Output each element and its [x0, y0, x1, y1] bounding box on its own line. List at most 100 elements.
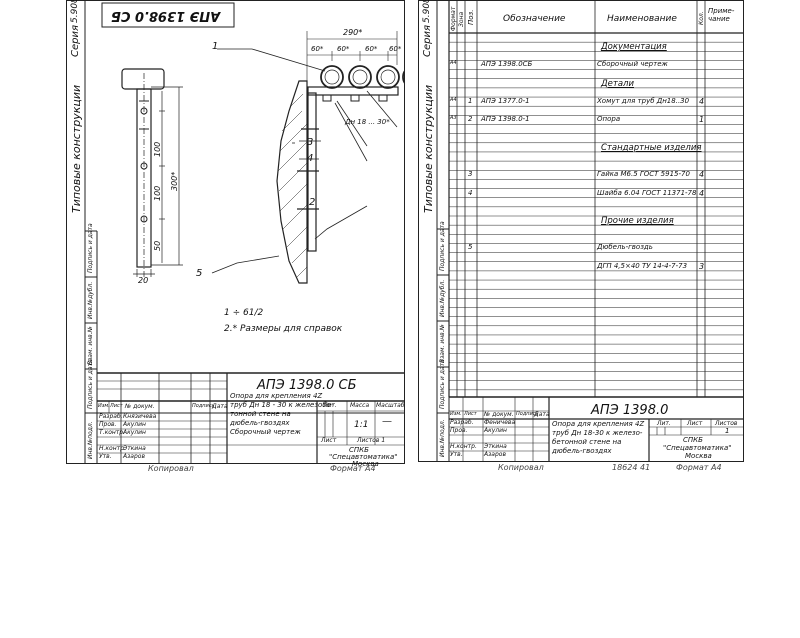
spec-role-developer: Разраб. — [450, 419, 474, 426]
dim-total-width: 290* — [343, 28, 363, 37]
dim-100-upper: 100 — [153, 141, 162, 157]
dash-value: — — [382, 416, 392, 427]
series-value: 5.908-1 — [70, 0, 80, 23]
spec-row-designation: АПЭ 1398.0СБ — [481, 60, 533, 69]
role-norm-control: Н.контр. — [99, 445, 126, 452]
spec-org-line-3: Москва — [685, 452, 712, 460]
col-header-name: Наименование — [607, 14, 677, 24]
spec-row-quantity: 4 — [699, 188, 705, 198]
role-checker: Пров. — [99, 421, 117, 428]
spec-head-date: Дата — [534, 411, 550, 418]
desc-line-1: Опора для крепления 4Z — [230, 392, 323, 400]
spec-row-quantity: 4 — [699, 97, 705, 107]
specification-grid — [436, 1, 743, 461]
spec-row-designation: АПЭ 1398.0-1 — [481, 115, 530, 124]
note-2: 2.* Размеры для справок — [224, 324, 343, 334]
spec-desc-line-3: бетонной стене на — [552, 438, 622, 446]
spec-sheet-label: Лист — [687, 420, 703, 427]
spec-org-line-2: "Спецавтоматика" — [663, 444, 732, 452]
org-line-1: СПКБ — [349, 446, 369, 454]
typical-constructions-label: Типовые конструкции — [70, 84, 83, 213]
spec-row-name: ДГП 4,5×40 ТУ 14-4-7-73 — [597, 261, 688, 270]
spec-row-name: Опора — [597, 115, 621, 124]
desc-line-2: труб Дн 18 - 30 к железобе- — [230, 401, 334, 409]
dim-height-300: 300* — [170, 171, 179, 191]
spec-row-format: А4 — [450, 97, 457, 104]
dim-spacing-1: 60* — [311, 45, 324, 53]
org-line-3: Москва — [352, 460, 379, 468]
side-label-sign-date-1: Подпись и дата — [87, 359, 94, 409]
spec-row-designation: АПЭ 1377.0-1 — [481, 97, 530, 106]
spec-role-approver: Утв. — [450, 451, 463, 458]
org-line-2: "Спецавтоматика" — [329, 453, 398, 461]
head-doc-no: № докум. — [125, 403, 155, 410]
mass-label: Масса — [350, 402, 370, 409]
spec-row-name: Шайба 6.04 ГОСТ 11371-78 — [597, 188, 697, 197]
dim-width-20: 20 — [138, 276, 149, 285]
name-tech-control: Акулин — [123, 429, 146, 436]
spec-row-format: А4 — [450, 60, 457, 67]
spec-head-doc-no: № докум. — [484, 411, 514, 418]
spec-row-position: 2 — [468, 115, 473, 124]
spec-row-quantity: 3 — [699, 261, 705, 271]
spec-row-position: 5 — [468, 243, 473, 252]
left-copied-label: Копировал — [148, 464, 194, 473]
series-label: Серия — [70, 25, 81, 57]
spec-section-title: Стандартные изделия — [601, 142, 702, 153]
side-label-sign-date-2: Подпись и дата — [87, 223, 94, 273]
spec-row-quantity: 1 — [699, 115, 705, 125]
spec-series-label: Серия — [422, 25, 433, 57]
spec-head-list: Лист — [464, 411, 477, 417]
desc-line-5: Сборочный чертеж — [230, 428, 301, 436]
specification-sheet: Серия 5.908-1 Типовые конструкции Инв.№п… — [418, 0, 744, 462]
lit-label: Лит. — [323, 402, 337, 409]
spec-row-name: Хомут для труб Дн18..30 — [597, 97, 690, 106]
spec-sheets-value: 1 — [725, 427, 730, 435]
spec-org-line-1: СПКБ — [683, 436, 703, 444]
dim-100-lower: 100 — [153, 185, 162, 201]
callout-1: 1 — [212, 41, 219, 52]
spec-desc-line-4: дюбель-гвоздях — [552, 447, 612, 455]
col-header-pos: Поз. — [467, 9, 475, 26]
sheets-label: Листов 1 — [357, 437, 386, 444]
spec-section-title: Документация — [601, 42, 667, 53]
spec-role-norm-control: Н.контр. — [450, 443, 477, 450]
dim-50: 50 — [153, 240, 162, 251]
spec-side-label-inv-orig: Инв.№подл. — [439, 419, 446, 457]
col-header-zone: Зона — [458, 11, 465, 27]
callout-2: 2 — [309, 197, 316, 208]
right-format-number: 18624 41 — [612, 463, 651, 472]
sheet-label: Лист — [321, 437, 337, 444]
spec-name-checker: Акулин — [484, 427, 507, 434]
col-header-qty: Кол. — [698, 11, 705, 25]
head-izm: Изм. — [98, 403, 110, 409]
head-date: Дата — [212, 403, 228, 410]
spec-typical-label: Типовые конструкции — [422, 84, 435, 213]
spec-role-checker: Пров. — [450, 427, 468, 434]
role-tech-control: Т.контр. — [99, 429, 126, 436]
name-approver: Азаров — [123, 453, 145, 460]
desc-line-4: дюбель-гвоздях — [230, 419, 290, 427]
spec-head-signature: Подпись — [516, 411, 539, 417]
side-label-inv-orig: Инв.№подл. — [87, 421, 94, 459]
dim-spacing-4: 60* — [389, 45, 402, 53]
side-label-inv-dupl: Инв.№дубл. — [87, 281, 94, 319]
title-block-code: АПЭ 1398.0 СБ — [257, 378, 357, 393]
name-norm-control: Эткина — [123, 445, 146, 452]
name-checker: Акулин — [123, 421, 146, 428]
col-header-format: Формат — [450, 6, 457, 31]
callout-3: 3 — [307, 137, 314, 148]
spec-row-position: 4 — [468, 188, 473, 197]
spec-desc-line-1: Опора для крепления 4Z — [552, 420, 645, 428]
dim-spacing-3: 60* — [365, 45, 378, 53]
note-1: 1 ÷ 61/2 — [224, 308, 264, 318]
right-copied-label: Копировал — [498, 463, 544, 472]
head-list: Лист — [110, 403, 123, 409]
spec-desc-line-2: труб Дн 18-30 к железо- — [552, 429, 643, 437]
dim-pipe-diameter: Дн 18 ... 30* — [345, 118, 390, 126]
col-header-designation: Обозначение — [503, 14, 566, 24]
spec-row-position: 3 — [468, 170, 473, 179]
spec-series-value: 5.908-1 — [422, 0, 432, 23]
side-label-replaced-inv: Взам. инв.№ — [87, 326, 94, 365]
spec-lit-label: Лит. — [657, 420, 671, 427]
